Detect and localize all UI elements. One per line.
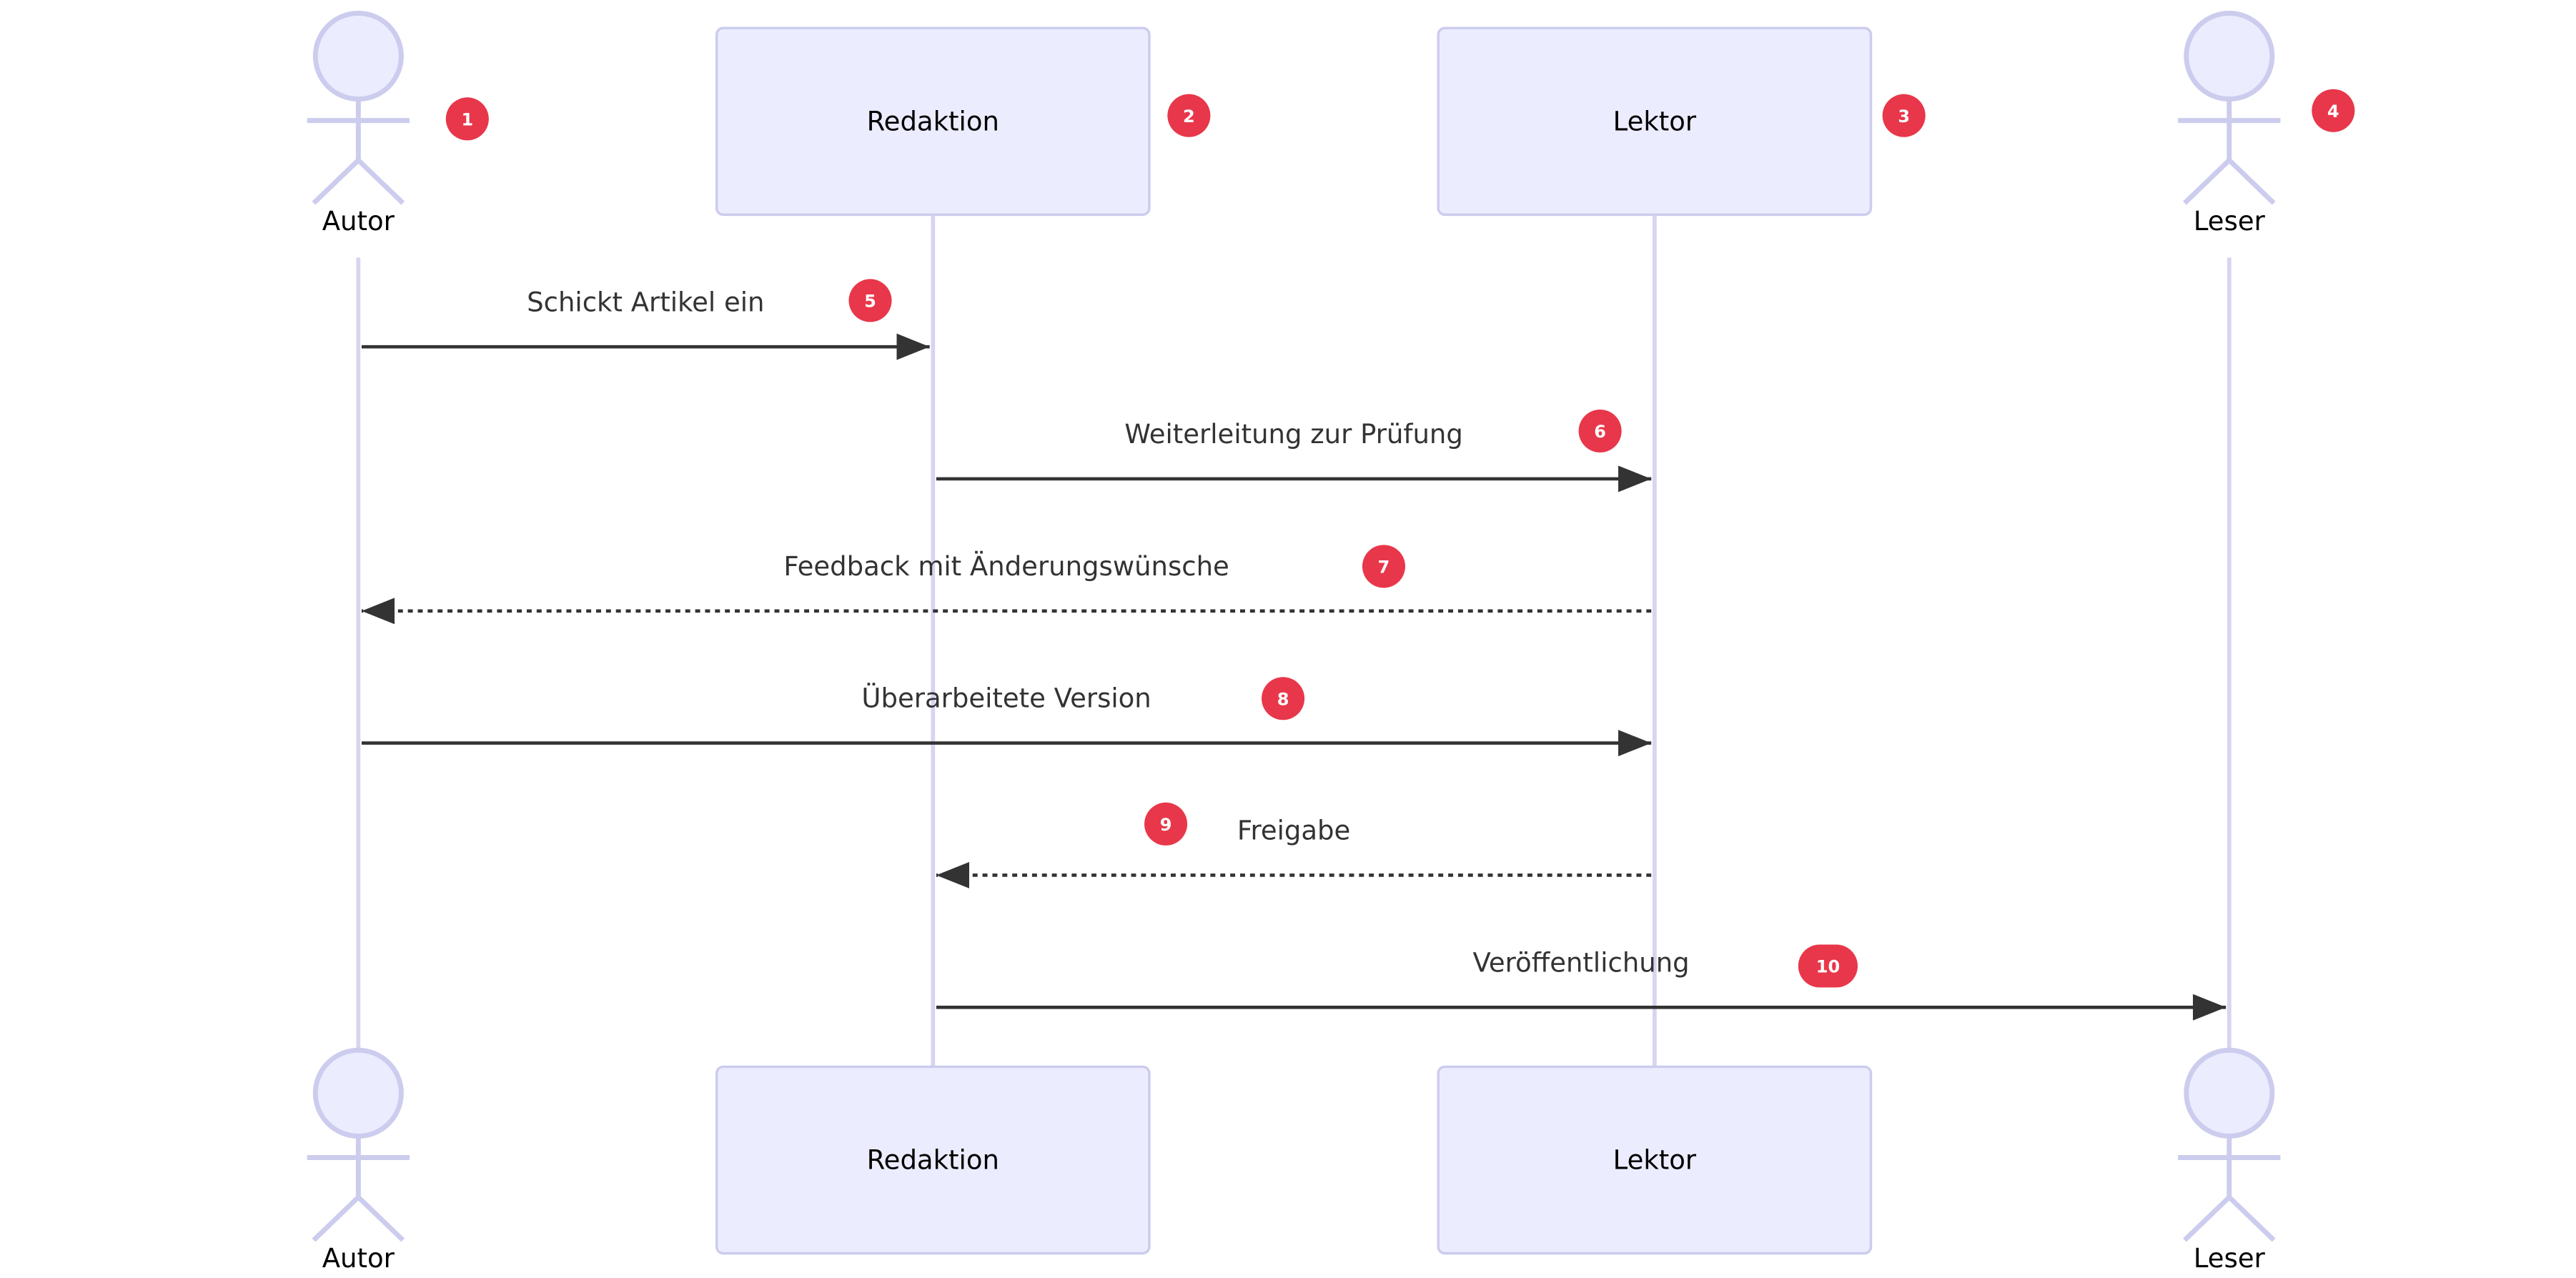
participant-redaktion-top-box — [715, 26, 1151, 217]
actor-autor-bottom-head — [312, 1047, 404, 1139]
message-4: Überarbeitete Version — [361, 683, 1652, 757]
badge-message-4: 8 — [1262, 677, 1305, 720]
participant-redaktion-top-label: Redaktion — [867, 106, 999, 137]
badge-participant-leser: 4 — [2312, 89, 2355, 132]
badge-message-1-bg — [848, 279, 892, 322]
badge-participant-redaktion-number: 2 — [1183, 106, 1195, 127]
participant-redaktion-bottom-label: Redaktion — [867, 1144, 999, 1175]
badge-message-6: 10 — [1798, 944, 1858, 988]
actor-autor-top-left-leg — [312, 158, 360, 205]
badge-participant-leser-bg — [2312, 89, 2355, 132]
badge-participant-autor: 1 — [445, 97, 489, 141]
message-6-label: Veröffentlichung — [1472, 947, 1689, 978]
participant-lektor-bottom-label: Lektor — [1613, 1144, 1697, 1175]
actor-autor-bottom-label: Autor — [322, 1243, 395, 1274]
badge-message-6-number: 10 — [1816, 957, 1840, 977]
badge-message-4-number: 8 — [1277, 689, 1289, 709]
message-4-label: Überarbeitete Version — [861, 683, 1151, 714]
badge-participant-lektor-bg — [1882, 94, 1926, 137]
badge-message-3-number: 7 — [1378, 558, 1390, 578]
actor-autor-bottom: Autor — [307, 1047, 410, 1274]
badge-participant-lektor-number: 3 — [1898, 106, 1910, 127]
badge-message-4-bg — [1262, 677, 1305, 720]
actor-leser-bottom-right-leg — [2227, 1195, 2276, 1242]
actor-autor-top-head — [312, 11, 404, 102]
actor-autor-top-label: Autor — [322, 206, 395, 237]
message-5-label: Freigabe — [1237, 816, 1350, 846]
actor-autor-top: Autor — [307, 11, 410, 237]
badge-message-3: 7 — [1362, 545, 1406, 588]
badge-participant-leser-number: 4 — [2327, 101, 2339, 122]
participant-lektor-bottom-box — [1437, 1065, 1873, 1255]
actor-leser-top-right-leg — [2227, 158, 2276, 205]
badge-message-1: 5 — [848, 279, 892, 322]
participant-lektor-top-label: Lektor — [1613, 106, 1697, 137]
actor-leser-bottom-label: Leser — [2194, 1243, 2266, 1274]
actor-leser-bottom: Leser — [2178, 1047, 2281, 1274]
badge-participant-autor-bg — [445, 97, 489, 141]
message-5: Freigabe — [936, 816, 1652, 888]
message-2-label: Weiterleitung zur Prüfung — [1124, 419, 1463, 450]
actor-leser-top: Leser — [2178, 11, 2281, 237]
badge-participant-autor-number: 1 — [461, 109, 473, 129]
message-1-label: Schickt Artikel ein — [527, 287, 764, 317]
participant-redaktion-top: Redaktion — [715, 26, 1151, 217]
badge-message-5-bg — [1144, 802, 1188, 846]
actor-leser-bottom-left-leg — [2183, 1195, 2231, 1242]
badge-participant-lektor: 3 — [1882, 94, 1926, 137]
message-6: Veröffentlichung — [936, 947, 2226, 1021]
badge-message-5-number: 9 — [1160, 815, 1172, 835]
badge-message-1-number: 5 — [864, 292, 876, 312]
badge-participant-redaktion: 2 — [1167, 94, 1211, 137]
badge-message-5: 9 — [1144, 802, 1188, 846]
actor-leser-top-label: Leser — [2194, 206, 2266, 237]
message-3: Feedback mit Änderungswünsche — [361, 551, 1652, 625]
badge-message-6-bg — [1798, 944, 1858, 988]
badge-message-3-bg — [1362, 545, 1406, 588]
actor-leser-top-head — [2184, 11, 2275, 102]
participant-lektor-top-box — [1437, 26, 1873, 217]
participant-lektor-top: Lektor — [1437, 26, 1873, 217]
actor-autor-top-right-leg — [356, 158, 405, 205]
badge-participant-redaktion-bg — [1167, 94, 1211, 137]
message-3-label: Feedback mit Änderungswünsche — [783, 551, 1229, 582]
actor-leser-top-left-leg — [2183, 158, 2231, 205]
actor-autor-bottom-left-leg — [312, 1195, 360, 1242]
message-1: Schickt Artikel ein — [361, 287, 930, 360]
actor-leser-bottom-head — [2184, 1047, 2275, 1139]
badge-message-2-number: 6 — [1594, 422, 1606, 442]
badge-message-2: 6 — [1578, 409, 1622, 453]
badge-message-2-bg — [1578, 409, 1622, 453]
message-2: Weiterleitung zur Prüfung — [936, 419, 1652, 492]
actor-autor-bottom-right-leg — [356, 1195, 405, 1242]
participant-redaktion-bottom: Redaktion — [715, 1065, 1151, 1255]
participant-redaktion-bottom-box — [715, 1065, 1151, 1255]
participant-lektor-bottom: Lektor — [1437, 1065, 1873, 1255]
